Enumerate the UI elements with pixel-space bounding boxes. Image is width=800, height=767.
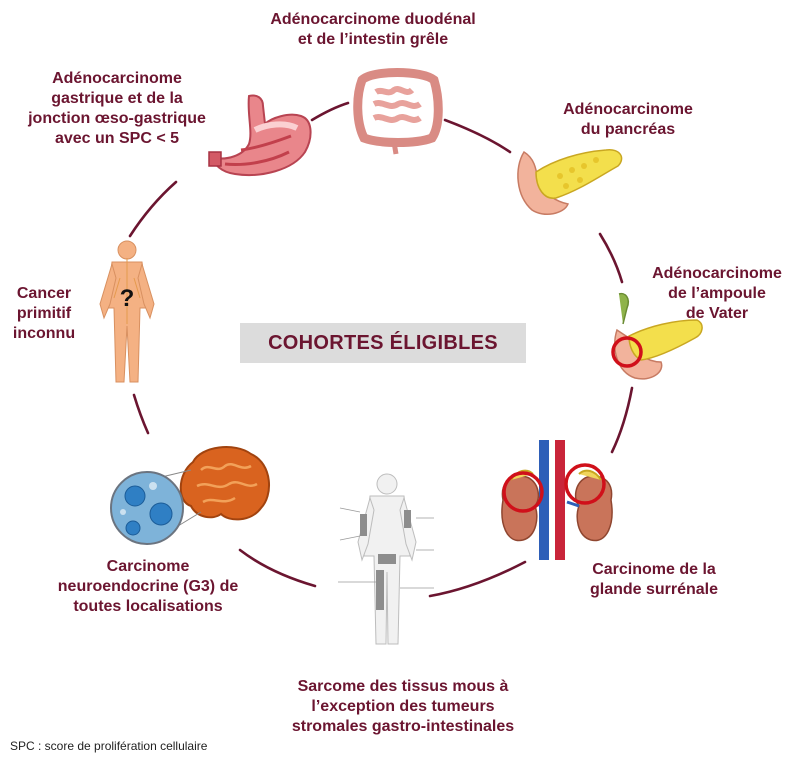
ring-arc (443, 118, 512, 154)
label-unknown-primary: Cancer primitif inconnu (12, 285, 76, 342)
brain-cells-illustration (110, 446, 271, 545)
label-neuroendocrine: Carcinome neuroendocrine (G3) de toutes … (57, 558, 239, 615)
intestine-illustration (353, 68, 443, 155)
unknown-mark: ? (120, 285, 135, 312)
human-body-illustration: ? (99, 240, 155, 383)
adrenal-kidney-illustration (501, 440, 613, 560)
soft-tissue-body-illustration (338, 473, 434, 645)
ring-arc (598, 232, 624, 284)
ring-arc (238, 548, 317, 588)
stomach-illustration (208, 94, 312, 176)
ampulla-illustration (611, 292, 703, 380)
footnote: SPC : score de prolifération cellulaire (10, 739, 208, 753)
label-sarcoma: Sarcome des tissus mous à l’exception de… (291, 678, 515, 735)
label-gastric: Adénocarcinome gastrique et de la joncti… (28, 70, 206, 147)
label-pancreas: Adénocarcinome du pancréas (563, 101, 693, 138)
ring-arc (310, 101, 350, 122)
ring-arc (428, 560, 527, 598)
vater-highlight-circle (611, 336, 643, 368)
pancreas-illustration (517, 149, 623, 216)
diagram-title: COHORTES ÉLIGIBLES (268, 331, 498, 354)
ring-arc (128, 180, 178, 238)
ring-arc (132, 393, 150, 435)
label-duodenal: Adénocarcinome duodénal et de l’intestin… (270, 11, 476, 48)
title-box: COHORTES ÉLIGIBLES (240, 323, 526, 363)
ring-arc (610, 386, 634, 454)
adrenal-highlight-circle (564, 463, 606, 505)
adrenal-highlight-circle (502, 471, 544, 513)
label-adrenal: Carcinome de la glande surrénale (589, 561, 719, 598)
label-vater: Adénocarcinome de l’ampoule de Vater (652, 265, 782, 322)
